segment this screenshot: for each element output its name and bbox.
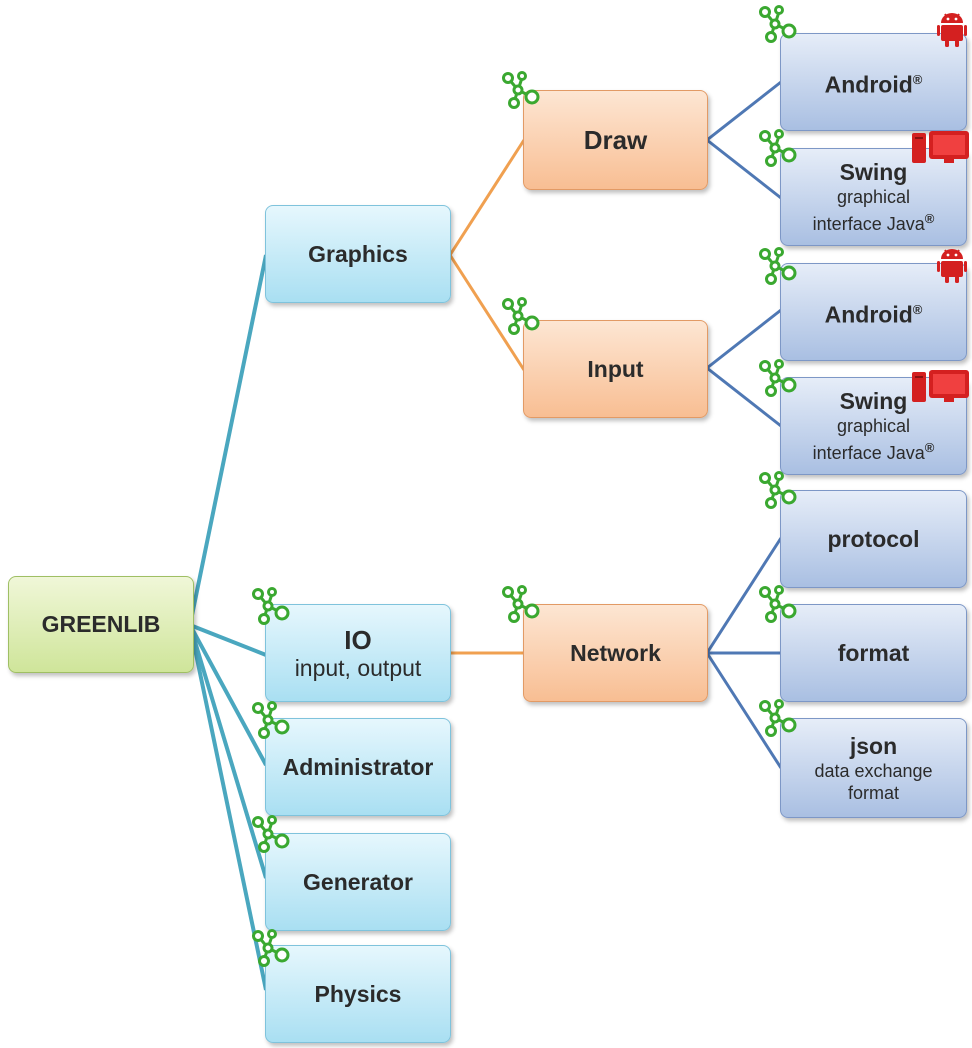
node-network[interactable]: Network	[523, 604, 708, 702]
orange-links	[448, 139, 526, 655]
node-io-sublabel: input, output	[294, 654, 422, 681]
node-input-swing-label: Swing	[839, 388, 908, 414]
link-draw-swing	[706, 138, 782, 200]
link-graphics-input	[448, 254, 526, 371]
molecule-icon	[502, 71, 540, 109]
node-graphics[interactable]: Graphics	[265, 205, 451, 303]
node-input-swing-sub2: interface Java®	[812, 440, 935, 463]
molecule-icon	[252, 815, 290, 853]
node-generator[interactable]: Generator	[265, 833, 451, 931]
link-root-administrator	[188, 624, 268, 766]
node-draw-label: Draw	[583, 125, 648, 155]
node-draw-swing-sub2: interface Java®	[812, 211, 935, 234]
link-network-json	[705, 652, 783, 769]
node-format-label: format	[837, 639, 910, 666]
desktop-computer-icon	[912, 370, 969, 402]
node-physics[interactable]: Physics	[265, 945, 451, 1043]
molecule-icon	[759, 129, 797, 167]
node-administrator[interactable]: Administrator	[265, 718, 451, 816]
molecule-icon	[759, 471, 797, 509]
molecule-icon	[502, 585, 540, 623]
node-json-sub2: format	[847, 782, 899, 803]
link-root-graphics	[188, 254, 268, 626]
node-protocol[interactable]: protocol	[780, 490, 967, 588]
root-label: GREENLIB	[41, 611, 161, 637]
root-node-greenlib[interactable]: GREENLIB	[8, 576, 194, 673]
node-draw-swing-label: Swing	[839, 159, 908, 185]
node-draw-swing-sub1: graphical	[836, 187, 911, 207]
node-physics-label: Physics	[314, 980, 402, 1007]
node-network-label: Network	[570, 639, 661, 666]
node-json-label: json	[849, 732, 898, 759]
link-input-android	[706, 308, 782, 370]
node-json-sub1: data exchange	[814, 760, 933, 781]
node-io[interactable]: IO input, output	[265, 604, 451, 702]
node-io-label: IO	[344, 624, 372, 655]
node-draw[interactable]: Draw	[523, 90, 708, 190]
link-root-physics	[188, 624, 268, 991]
desktop-computer-icon	[912, 131, 969, 163]
link-draw-android	[706, 80, 782, 142]
molecule-icon	[252, 587, 290, 625]
link-graphics-draw	[448, 139, 526, 256]
node-format[interactable]: format	[780, 604, 967, 702]
node-graphics-label: Graphics	[308, 240, 408, 267]
node-input-label: Input	[587, 355, 644, 382]
molecule-icon	[502, 297, 540, 335]
link-network-protocol	[705, 537, 783, 654]
android-icon	[937, 12, 967, 48]
node-draw-swing[interactable]: Swing graphical interface Java®	[780, 148, 967, 246]
molecule-icon	[759, 247, 797, 285]
node-input-swing-sub1: graphical	[836, 416, 911, 436]
molecule-icon	[759, 699, 797, 737]
molecule-icon	[759, 359, 797, 397]
root-links	[188, 254, 268, 991]
node-generator-label: Generator	[303, 868, 413, 895]
molecule-icon	[759, 585, 797, 623]
node-input-android[interactable]: Android®	[780, 263, 967, 361]
link-input-swing	[706, 366, 782, 428]
node-protocol-label: protocol	[827, 525, 920, 552]
molecule-icon	[759, 5, 797, 43]
link-root-generator	[188, 624, 268, 879]
node-json[interactable]: json data exchange format	[780, 718, 967, 818]
node-draw-android-label: Android®	[824, 71, 923, 98]
node-draw-android[interactable]: Android®	[780, 33, 967, 131]
android-icon	[937, 248, 967, 284]
node-input[interactable]: Input	[523, 320, 708, 418]
node-input-android-label: Android®	[824, 301, 923, 328]
node-administrator-label: Administrator	[282, 753, 434, 780]
molecule-icon	[252, 701, 290, 739]
blue-links	[705, 80, 783, 769]
molecule-icon	[252, 929, 290, 967]
link-root-io	[189, 623, 267, 657]
